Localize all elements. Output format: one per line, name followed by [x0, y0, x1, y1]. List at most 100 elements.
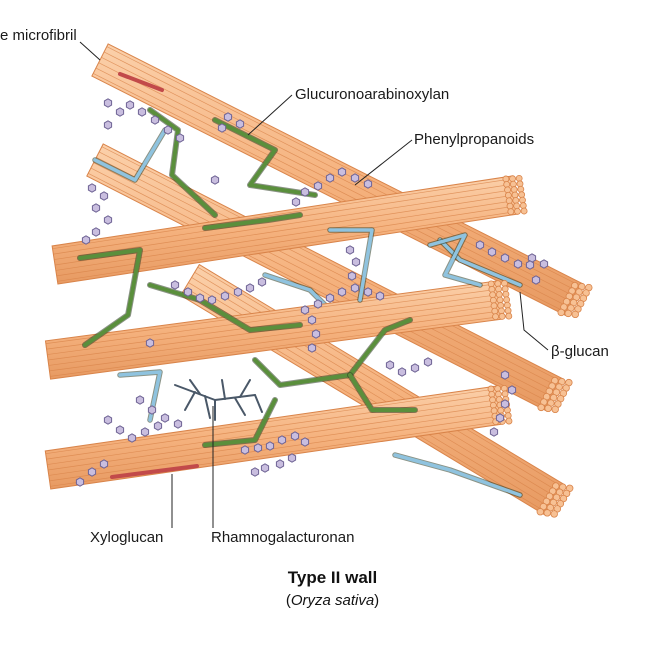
beta-glucan-chain [427, 232, 483, 288]
phenylpropanoid-hexagon [290, 431, 300, 441]
phenylpropanoid-hexagon [245, 283, 255, 293]
phenylpropanoid-hexagon [115, 425, 125, 435]
phenylpropanoid-hexagon [103, 215, 113, 225]
phenylpropanoid-hexagon [253, 443, 263, 453]
diagonal-microfibril [86, 143, 573, 414]
phenylpropanoid-hexagon [423, 357, 433, 367]
phenylpropanoid-hexagon [223, 112, 233, 122]
phenylpropanoid-hexagon [207, 295, 217, 305]
phenylpropanoid-hexagon [87, 183, 97, 193]
phenylpropanoid-hexagon [145, 338, 155, 348]
phenylpropanoid-hexagon [210, 175, 220, 185]
phenylpropanoid-hexagon [291, 197, 301, 207]
rhamnogalacturonan [174, 379, 263, 421]
phenylpropanoid-hexagon [507, 385, 517, 395]
phenylpropanoid-hexagon [87, 467, 97, 477]
phenylpropanoid-hexagon [127, 433, 137, 443]
phenylpropanoid-hexagon [265, 441, 275, 451]
phenylpropanoid-hexagon [103, 98, 113, 108]
leader-lines [79, 41, 549, 528]
phenylpropanoid-hexagon [153, 421, 163, 431]
phenylpropanoid-hexagon [150, 115, 160, 125]
phenylpropanoid-hexagon [147, 405, 157, 415]
phenylpropanoid-hexagon [125, 100, 135, 110]
phenylpropanoid-hexagon [531, 275, 541, 285]
species-name: Oryza sativa [290, 592, 375, 609]
label-beta-glucan: β-glucan [551, 343, 609, 360]
phenylpropanoid-hexagon [287, 453, 297, 463]
phenylpropanoid-hexagon [75, 477, 85, 487]
phenylpropanoid-hexagon [160, 413, 170, 423]
phenylpropanoid-hexagon [300, 437, 310, 447]
phenylpropanoid-hexagon [489, 427, 499, 437]
phenylpropanoid-hexagon [325, 173, 335, 183]
glucuronoarabinoxylan-chain [147, 107, 218, 218]
phenylpropanoid-hexagon [235, 119, 245, 129]
phenylpropanoid-hexagon [163, 125, 173, 135]
phenylpropanoid-hexagon [313, 299, 323, 309]
glucuronoarabinoxylan-chain [212, 117, 318, 198]
phenylpropanoid-hexagon [135, 395, 145, 405]
phenylpropanoid-hexagon [307, 343, 317, 353]
phenylpropanoid-hexagon [277, 435, 287, 445]
paren-open: ( [285, 592, 291, 609]
phenylpropanoid-hexagon [385, 360, 395, 370]
phenylpropanoid-hexagon [513, 259, 523, 269]
phenylpropanoid-hexagon [350, 283, 360, 293]
beta-glucan-chain [327, 227, 375, 303]
phenylpropanoid-hexagon [183, 287, 193, 297]
glucuronoarabinoxylan-chain [77, 247, 143, 348]
phenylpropanoid-hexagon [410, 363, 420, 373]
xyloglucan-band [118, 72, 164, 92]
phenylpropanoid-units [75, 98, 549, 487]
phenylpropanoid-hexagon [539, 259, 549, 269]
phenylpropanoid-hexagon [307, 315, 317, 325]
phenylpropanoid-hexagon [140, 427, 150, 437]
phenylpropanoid-hexagon [220, 291, 230, 301]
phenylpropanoid-hexagon [103, 415, 113, 425]
phenylpropanoid-hexagon [325, 293, 335, 303]
phenylpropanoid-hexagon [375, 291, 385, 301]
phenylpropanoid-hexagon [91, 227, 101, 237]
phenylpropanoid-hexagon [240, 445, 250, 455]
phenylpropanoid-hexagon [311, 329, 321, 339]
phenylpropanoid-hexagon [115, 107, 125, 117]
phenylpropanoid-hexagon [99, 191, 109, 201]
phenylpropanoid-hexagon [525, 260, 535, 270]
phenylpropanoid-hexagon [137, 107, 147, 117]
beta-glucan-chain [437, 237, 523, 288]
phenylpropanoid-hexagon [99, 459, 109, 469]
phenylpropanoid-hexagon [217, 123, 227, 133]
label-phenylpropanoids: Phenylpropanoids [414, 131, 534, 148]
phenylpropanoid-hexagon [257, 277, 267, 287]
phenylpropanoid-hexagon [313, 181, 323, 191]
label-glucuronoarabinoxylan: Glucuronoarabinoxylan [295, 86, 449, 103]
label-rhamnogalacturonan: Rhamnogalacturonan [211, 529, 354, 546]
phenylpropanoid-hexagon [81, 235, 91, 245]
label-xyloglucan: Xyloglucan [90, 529, 163, 546]
phenylpropanoid-hexagon [350, 173, 360, 183]
phenylpropanoid-hexagon [397, 367, 407, 377]
phenylpropanoid-hexagon [500, 399, 510, 409]
glucuronoarabinoxylan-chain [147, 282, 303, 333]
paren-close: ) [374, 592, 380, 609]
beta-glucan-chain [92, 127, 168, 183]
label-microfibril: e microfibril [0, 27, 77, 44]
phenylpropanoid-hexagon [500, 370, 510, 380]
polymer-network-front [77, 212, 523, 498]
phenylpropanoid-hexagon [475, 240, 485, 250]
figure-subtitle: (Oryza sativa) [0, 592, 665, 609]
phenylpropanoid-hexagon [91, 203, 101, 213]
xyloglucan-band [110, 464, 199, 479]
phenylpropanoid-hexagon [487, 247, 497, 257]
glucuronoarabinoxylan-chain [347, 372, 418, 413]
phenylpropanoid-hexagon [363, 287, 373, 297]
beta-glucan-chain [392, 452, 523, 498]
phenylpropanoid-hexagon [173, 419, 183, 429]
phenylpropanoid-hexagon [250, 467, 260, 477]
phenylpropanoid-hexagon [103, 120, 113, 130]
phenylpropanoid-hexagon [175, 133, 185, 143]
phenylpropanoid-hexagon [300, 305, 310, 315]
phenylpropanoid-hexagon [347, 271, 357, 281]
